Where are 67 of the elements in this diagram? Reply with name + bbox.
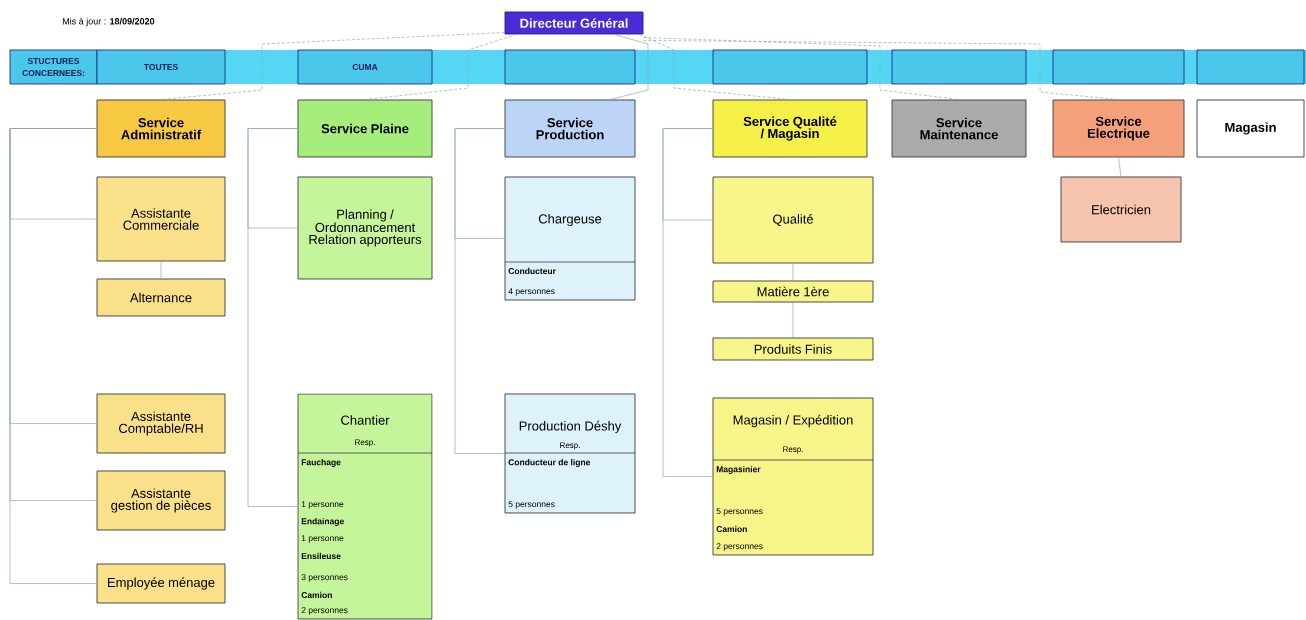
resp-label: Resp. — [783, 446, 803, 454]
service-box: Service Electrique — [1052, 99, 1185, 158]
role-box — [712, 397, 874, 556]
staff-count: 1 personne — [301, 535, 344, 543]
connector-line — [643, 37, 960, 100]
role-box: Planning / Ordonnancement Relation apporteurs — [297, 176, 433, 280]
role-box: Matière 1ère — [712, 280, 874, 303]
role-box — [504, 393, 636, 514]
connector-line — [792, 302, 794, 338]
role-box: Assistante gestion de pièces — [96, 470, 226, 531]
service-box: Magasin — [1196, 99, 1305, 158]
structure-cell — [712, 49, 868, 85]
box-title: Magasin / Expédition — [733, 414, 853, 428]
structure-cell: TOUTES — [96, 49, 226, 85]
connector-line — [160, 32, 505, 100]
task-label: Conducteur de ligne — [508, 459, 591, 467]
connector-line — [9, 128, 97, 584]
connector-line — [639, 34, 791, 100]
structure-cell: STUCTURES CONCERNEES: — [9, 49, 98, 85]
role-box: Assistante Comptable/RH — [96, 393, 226, 454]
task-label: Camion — [716, 525, 747, 533]
structure-cell: CUMA — [297, 49, 433, 85]
task-label: Ensileuse — [301, 552, 341, 560]
structure-cell — [1052, 49, 1185, 85]
task-label: Conducteur — [508, 267, 556, 275]
task-label: Endainage — [301, 518, 344, 526]
connector-line — [247, 128, 298, 507]
connector-line — [1118, 157, 1122, 177]
role-box: Electricien — [1060, 176, 1182, 243]
structure-cell — [1196, 49, 1305, 85]
staff-count: 5 personnes — [508, 501, 555, 509]
service-box: Service Qualité / Magasin — [712, 99, 868, 158]
task-label: Magasinier — [716, 466, 761, 474]
task-label: Fauchage — [301, 459, 341, 467]
role-box — [297, 393, 433, 620]
staff-count: 4 personnes — [508, 288, 555, 296]
staff-count: 2 personnes — [301, 607, 348, 615]
role-box — [504, 176, 636, 301]
structure-cell — [891, 49, 1027, 85]
service-box: Service Maintenance — [891, 99, 1027, 158]
role-box: Alternance — [96, 278, 226, 317]
box-title: Production Déshy — [519, 420, 622, 434]
resp-label: Resp. — [355, 439, 375, 447]
connector-line — [792, 263, 794, 281]
task-label: Camion — [301, 591, 332, 599]
update-note: Mis à jour : 18/09/2020 — [62, 17, 155, 27]
connector-line — [662, 128, 713, 477]
box-title: Chargeuse — [538, 213, 602, 227]
role-box: Employée ménage — [96, 563, 226, 604]
staff-count: 1 personne — [301, 501, 344, 509]
box-title: Chantier — [341, 415, 390, 425]
connector-line — [454, 128, 505, 454]
connector-line — [643, 40, 1119, 100]
service-box: Service Plaine — [297, 99, 433, 158]
resp-label: Resp. — [560, 442, 580, 450]
director-box: Directeur Général — [504, 11, 644, 35]
service-box: Service Production — [504, 99, 636, 158]
staff-count: 3 personnes — [301, 574, 348, 582]
structure-cell — [504, 49, 636, 85]
connector-line — [364, 34, 517, 100]
service-box: Service Administratif — [96, 99, 226, 158]
role-box: Qualité — [712, 176, 874, 264]
staff-count: 2 personnes — [716, 543, 763, 551]
role-box: Produits Finis — [712, 337, 874, 361]
role-box: Assistante Commerciale — [96, 176, 226, 262]
staff-count: 5 personnes — [716, 508, 763, 516]
connector-line — [160, 261, 162, 279]
